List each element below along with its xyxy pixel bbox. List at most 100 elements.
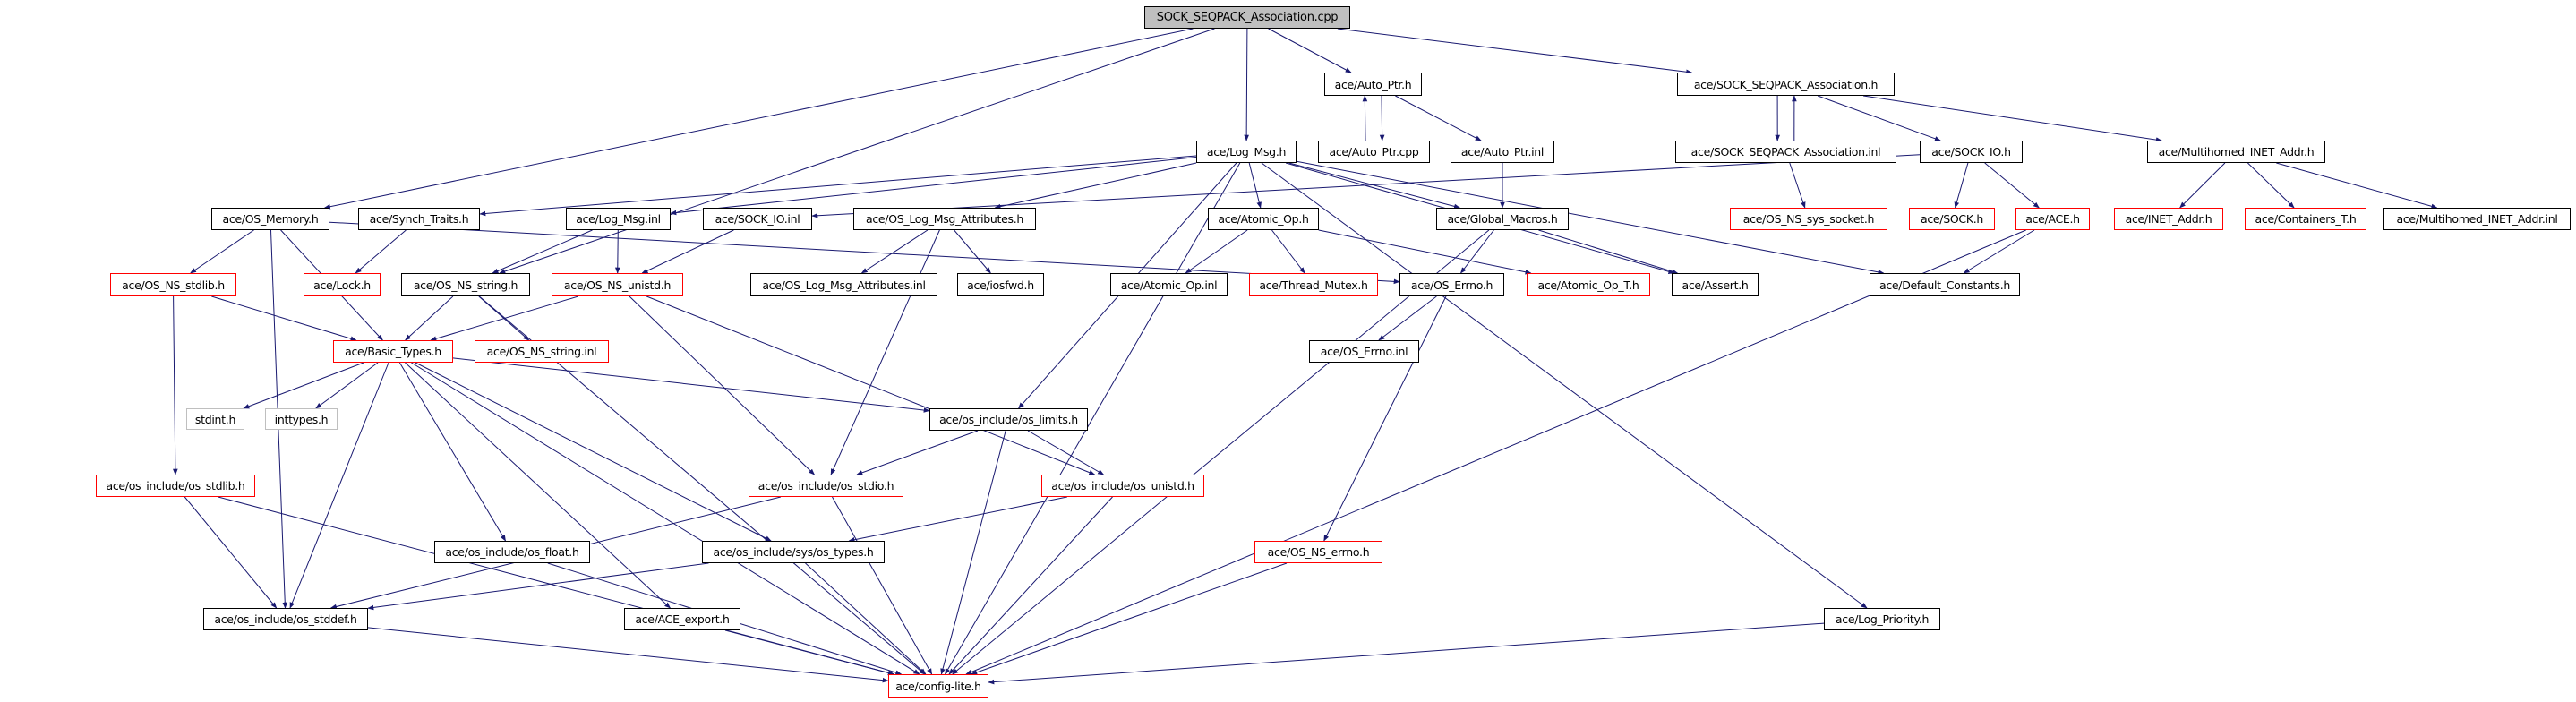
edge-os-ns-stdlib-h-to-os-stdlib-h (173, 295, 178, 475)
edge-os-unistd-h-to-sys-os-types-h (848, 496, 1067, 543)
graph-node-label: ace/SOCK.h (1920, 212, 1984, 226)
graph-node-sys-os-types-h[interactable]: ace/os_include/sys/os_types.h (702, 541, 885, 563)
edge-os-ns-unistd-h-to-os-stdio-h (629, 295, 816, 475)
edge-log-msg-h-to-atomic-op-h (1248, 162, 1262, 209)
graph-node-iosfwd-h[interactable]: ace/iosfwd.h (957, 273, 1044, 296)
graph-node-label: ace/Default_Constants.h (1879, 278, 2011, 292)
graph-node-label: stdint.h (194, 412, 236, 426)
edge-basic-types-h-to-stdint-h (243, 362, 364, 409)
graph-node-label: ace/Auto_Ptr.inl (1460, 145, 1545, 158)
graph-node-sock-io-h[interactable]: ace/SOCK_IO.h (1920, 141, 2023, 163)
edge-root-to-os-ns-string-h (499, 28, 1215, 274)
edge-basic-types-h-to-config-lite-h (411, 362, 920, 675)
edge-root-to-auto-ptr-h (1268, 28, 1352, 73)
graph-node-os-unistd-h[interactable]: ace/os_include/os_unistd.h (1041, 475, 1204, 497)
graph-node-basic-types-h[interactable]: ace/Basic_Types.h (333, 340, 453, 363)
graph-node-config-lite-h[interactable]: ace/config-lite.h (888, 674, 988, 698)
graph-node-label: ace/Assert.h (1682, 278, 1749, 292)
edge-synch-traits-h-to-lock-h (355, 229, 407, 274)
graph-node-label: ace/OS_Log_Msg_Attributes.inl (762, 278, 926, 292)
edge-log-msg-h-to-log-priority-h (1261, 162, 1868, 609)
graph-node-label: ace/Atomic_Op_T.h (1537, 278, 1639, 292)
graph-node-label: ace/os_include/os_stddef.h (214, 612, 357, 626)
graph-node-label: ace/OS_NS_errno.h (1267, 545, 1370, 559)
edge-os-memory-h-to-os-errno-h (329, 221, 1400, 285)
graph-node-label: ace/SOCK_SEQPACK_Association.h (1693, 77, 1879, 91)
edge-os-ns-string-h-to-basic-types-h (405, 295, 454, 341)
graph-node-os-stdlib-h[interactable]: ace/os_include/os_stdlib.h (96, 475, 255, 497)
graph-node-os-ns-errno-h[interactable]: ace/OS_NS_errno.h (1254, 541, 1382, 563)
edge-log-msg-h-to-os-log-msg-attr-h (994, 162, 1197, 210)
graph-node-os-ns-string-h[interactable]: ace/OS_NS_string.h (401, 273, 530, 296)
edge-multihomed-h-to-multihomed-inl (2276, 162, 2438, 210)
graph-node-label: ace/INET_Addr.h (2125, 212, 2212, 226)
graph-node-atomic-op-t-h[interactable]: ace/Atomic_Op_T.h (1527, 273, 1650, 296)
edge-log-msg-h-to-config-lite-h (945, 162, 1241, 675)
graph-node-synch-traits-h[interactable]: ace/Synch_Traits.h (358, 208, 480, 230)
edge-sock-seqpack-h-to-sock-io-h (1817, 95, 1941, 141)
graph-node-os-limits-h[interactable]: ace/os_include/os_limits.h (929, 408, 1088, 431)
graph-node-os-ns-sys-socket-h[interactable]: ace/OS_NS_sys_socket.h (1730, 208, 1887, 230)
graph-node-atomic-op-inl[interactable]: ace/Atomic_Op.inl (1110, 273, 1228, 296)
graph-node-label: ace/Atomic_Op.h (1218, 212, 1309, 226)
graph-node-os-errno-inl[interactable]: ace/OS_Errno.inl (1309, 340, 1419, 363)
graph-node-os-ns-stdlib-h[interactable]: ace/OS_NS_stdlib.h (110, 273, 236, 296)
graph-node-label: ace/Basic_Types.h (345, 345, 441, 358)
edge-log-msg-h-to-synch-traits-h (479, 155, 1197, 217)
graph-node-label: ace/Log_Priority.h (1835, 612, 1930, 626)
graph-node-log-msg-h[interactable]: ace/Log_Msg.h (1196, 141, 1297, 163)
graph-node-auto-ptr-cpp[interactable]: ace/Auto_Ptr.cpp (1318, 141, 1430, 163)
edge-os-ns-unistd-h-to-basic-types-h (430, 295, 578, 341)
graph-node-label: SOCK_SEQPACK_Association.cpp (1156, 11, 1339, 24)
graph-node-os-ns-string-inl[interactable]: ace/OS_NS_string.inl (475, 340, 609, 363)
graph-node-os-float-h[interactable]: ace/os_include/os_float.h (434, 541, 590, 563)
graph-node-sock-io-inl[interactable]: ace/SOCK_IO.inl (703, 208, 812, 230)
graph-node-ace-export-h[interactable]: ace/ACE_export.h (624, 608, 740, 630)
graph-node-multihomed-inl[interactable]: ace/Multihomed_INET_Addr.inl (2383, 208, 2571, 230)
graph-node-label: ace/OS_NS_string.inl (486, 345, 597, 358)
edge-os-ns-unistd-h-to-os-unistd-h (646, 295, 1096, 475)
graph-node-multihomed-h[interactable]: ace/Multihomed_INET_Addr.h (2147, 141, 2325, 163)
graph-node-inet-addr-h[interactable]: ace/INET_Addr.h (2114, 208, 2223, 230)
graph-node-default-constants-h[interactable]: ace/Default_Constants.h (1870, 273, 2020, 296)
edge-basic-types-h-to-inttypes-h (315, 362, 379, 409)
edge-os-log-msg-attr-h-to-iosfwd-h (954, 229, 991, 274)
graph-node-containers-t-h[interactable]: ace/Containers_T.h (2245, 208, 2366, 230)
graph-node-assert-h[interactable]: ace/Assert.h (1672, 273, 1759, 296)
graph-node-lock-h[interactable]: ace/Lock.h (304, 273, 381, 296)
graph-node-os-memory-h[interactable]: ace/OS_Memory.h (211, 208, 329, 230)
graph-node-os-stdio-h[interactable]: ace/os_include/os_stdio.h (749, 475, 903, 497)
edge-os-ns-stdlib-h-to-basic-types-h (211, 295, 357, 341)
edge-ace-export-h-to-config-lite-h (724, 629, 894, 676)
edge-os-memory-h-to-os-ns-stdlib-h (190, 229, 254, 274)
graph-node-os-stddef-h[interactable]: ace/os_include/os_stddef.h (203, 608, 368, 630)
graph-node-sock-h[interactable]: ace/SOCK.h (1909, 208, 1995, 230)
graph-node-label: inttypes.h (274, 412, 329, 426)
graph-node-thread-mutex-h[interactable]: ace/Thread_Mutex.h (1249, 273, 1378, 296)
graph-node-sock-seqpack-h[interactable]: ace/SOCK_SEQPACK_Association.h (1677, 73, 1895, 96)
graph-node-auto-ptr-inl[interactable]: ace/Auto_Ptr.inl (1451, 141, 1554, 163)
graph-node-label: ace/OS_Memory.h (222, 212, 319, 226)
graph-node-os-errno-h[interactable]: ace/OS_Errno.h (1399, 273, 1504, 296)
edge-os-errno-h-to-os-errno-inl (1378, 295, 1437, 341)
graph-node-atomic-op-h[interactable]: ace/Atomic_Op.h (1208, 208, 1319, 230)
graph-node-ace-h[interactable]: ace/ACE.h (2015, 208, 2090, 230)
graph-node-label: ace/OS_NS_sys_socket.h (1742, 212, 1875, 226)
graph-node-label: ace/OS_Errno.inl (1320, 345, 1408, 358)
edge-root-to-sock-seqpack-h (1337, 28, 1693, 75)
graph-node-sock-seqpack-inl[interactable]: ace/SOCK_SEQPACK_Association.inl (1675, 141, 1896, 163)
graph-node-os-log-msg-attr-h[interactable]: ace/OS_Log_Msg_Attributes.h (853, 208, 1036, 230)
graph-node-global-macros-h[interactable]: ace/Global_Macros.h (1436, 208, 1569, 230)
graph-node-log-priority-h[interactable]: ace/Log_Priority.h (1824, 608, 1940, 630)
graph-node-log-msg-inl[interactable]: ace/Log_Msg.inl (566, 208, 671, 230)
edge-atomic-op-h-to-atomic-op-t-h (1318, 229, 1532, 275)
graph-node-label: ace/Global_Macros.h (1447, 212, 1558, 226)
graph-node-os-ns-unistd-h[interactable]: ace/OS_NS_unistd.h (552, 273, 683, 296)
graph-node-auto-ptr-h[interactable]: ace/Auto_Ptr.h (1324, 73, 1422, 96)
edge-atomic-op-h-to-thread-mutex-h (1271, 229, 1305, 274)
graph-node-label: ace/Auto_Ptr.cpp (1329, 145, 1419, 158)
edge-multihomed-h-to-containers-t-h (2247, 162, 2295, 209)
graph-node-label: ace/Synch_Traits.h (369, 212, 469, 226)
graph-node-os-log-msg-attr-inl[interactable]: ace/OS_Log_Msg_Attributes.inl (750, 273, 937, 296)
graph-node-inttypes-h: inttypes.h (265, 408, 338, 430)
